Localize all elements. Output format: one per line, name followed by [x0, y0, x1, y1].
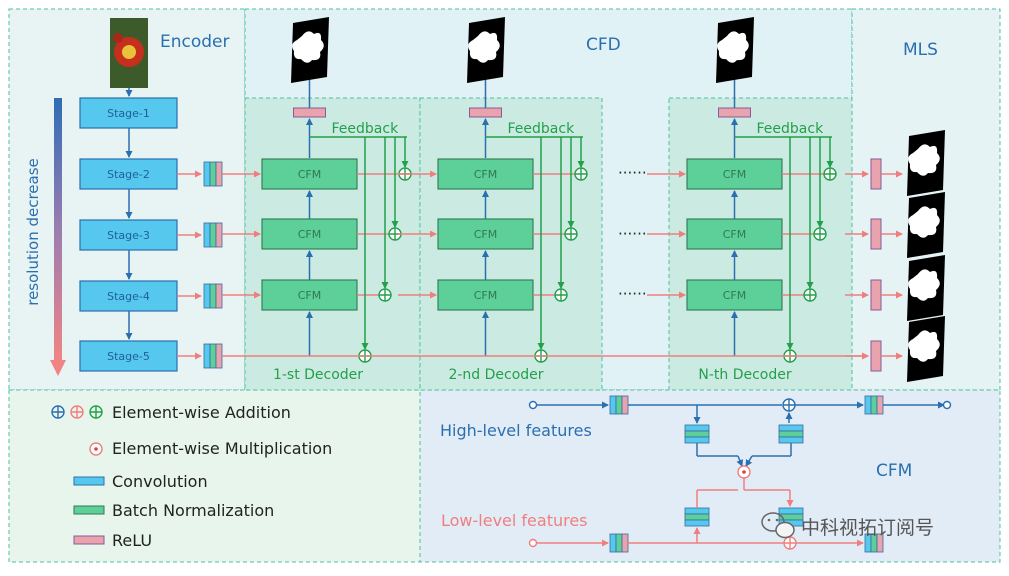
mls-output-mask-1 [907, 130, 945, 196]
decoder-1-cfm-2-label: CFM [298, 228, 322, 241]
cfm-detail-panel [419, 389, 1001, 563]
decoder-2-add-3-icon [554, 288, 568, 302]
decoder-3-output-mask [716, 17, 754, 83]
decoder-1-cfm-2 [261, 218, 358, 250]
wechat-icon [761, 512, 795, 539]
mls-output-mask-2 [907, 192, 945, 258]
stage-4-label: Stage-4 [107, 290, 150, 303]
input-image [110, 18, 148, 88]
cfm-low-input-block-icon [609, 533, 629, 553]
encoder-concat-5-icon [203, 343, 223, 369]
decoder-3-cfm-1 [686, 158, 783, 190]
legend-addition-label: Element-wise Addition [112, 403, 291, 422]
encoder-concat-2-icon [203, 161, 223, 187]
ellipsis-row-2: ······ [618, 225, 647, 243]
multiplication-symbol-icon [89, 442, 103, 456]
addition-symbols-icon [51, 405, 103, 419]
decoder-3-cfm-2-label: CFM [723, 228, 747, 241]
decoder-2-output-mask [467, 17, 505, 83]
decoder-2-cfm-1-label: CFM [474, 168, 498, 181]
decoder-3-add-1-icon [823, 167, 837, 181]
cfm-high-conv-stack-icon [684, 424, 710, 444]
mls-title: MLS [903, 40, 938, 60]
high-level-features-label: High-level features [440, 421, 592, 440]
decoder-2-feedback-label: Feedback [508, 121, 576, 137]
resolution-gradient-bar [54, 98, 62, 360]
decoder-3-feedback-label: Feedback [757, 121, 825, 137]
stage-2-block [79, 158, 178, 190]
decoder-1-output-mask [291, 17, 329, 83]
decoder-3-add-3-icon [803, 288, 817, 302]
decoder-2-output-relu [469, 107, 502, 118]
decoder-1-add-3-icon [378, 288, 392, 302]
mls-relu-4 [870, 340, 882, 372]
decoder-2-cfm-3-label: CFM [474, 289, 498, 302]
cfm-low-conv-stack-icon [684, 507, 710, 527]
decoder-2-label: 2-nd Decoder [448, 367, 543, 383]
watermark-text: 中科视拓订阅号 [801, 517, 934, 539]
cfm-detail: High-level features Low-level features C… [440, 395, 952, 553]
cfm-low-add-icon [783, 536, 797, 550]
stage-3-label: Stage-3 [107, 229, 150, 242]
decoder-2-add-1-icon [574, 167, 588, 181]
legend-multiplication-label: Element-wise Multiplication [112, 439, 332, 458]
decoder-3-add-2-icon [813, 227, 827, 241]
ellipsis-row-1: ······ [618, 164, 647, 182]
stage-1-label: Stage-1 [107, 107, 150, 120]
stage-5-block [79, 340, 178, 372]
batch-norm-swatch [73, 505, 105, 515]
legend-relu-label: ReLU [112, 531, 152, 550]
mls-relu-2 [870, 218, 882, 250]
decoder-3-cfm-3-label: CFM [723, 289, 747, 302]
decoder-3-label: N-th Decoder [698, 367, 791, 383]
encoder-concat-4-icon [203, 283, 223, 309]
decoder-3-cfm-1-label: CFM [723, 168, 747, 181]
decoder-1-label: 1-st Decoder [273, 367, 363, 383]
cfd-title: CFD [586, 35, 621, 55]
decoder-1-cfm-1-label: CFM [298, 168, 322, 181]
ellipsis-row-3: ······ [618, 285, 647, 303]
cfm-multiply-icon [737, 465, 751, 479]
cfm-low-output-block-icon [864, 533, 884, 553]
decoder-1-output-relu [293, 107, 326, 118]
mls-relu-3 [870, 279, 882, 311]
stage-3-block [79, 219, 178, 251]
encoder-title: Encoder [160, 32, 230, 52]
mls-relu-1 [870, 158, 882, 190]
decoder-2-cfm-2-label: CFM [474, 228, 498, 241]
mls-output-mask-3 [907, 255, 945, 321]
decoder-3-output-relu [718, 107, 751, 118]
cfm-high-output-block-icon [864, 395, 884, 415]
decoder-2-add-2-icon [564, 227, 578, 241]
resolution-decrease-label: resolution decrease [24, 158, 42, 306]
convolution-swatch [73, 476, 105, 486]
legend-convolution-label: Convolution [112, 472, 208, 491]
cfm-high-input-block-icon [609, 395, 629, 415]
decoder-3-cfm-2 [686, 218, 783, 250]
mls-output-mask-4 [907, 316, 945, 382]
low-level-features-label: Low-level features [441, 511, 588, 530]
stage-5-label: Stage-5 [107, 350, 150, 363]
legend-batch-norm-label: Batch Normalization [112, 501, 274, 520]
cfm-high-add-icon [782, 398, 796, 412]
cfm-high-feedback-stack-icon [778, 424, 804, 444]
encoder-concat-3-icon [203, 222, 223, 248]
decoder-1-feedback-label: Feedback [332, 121, 400, 137]
cfm-detail-title: CFM [876, 461, 912, 481]
relu-swatch [73, 535, 105, 545]
legend: Element-wise Addition Element-wise Multi… [51, 403, 332, 550]
decoder-1-cfm-3-label: CFM [298, 289, 322, 302]
stage-2-label: Stage-2 [107, 168, 150, 181]
